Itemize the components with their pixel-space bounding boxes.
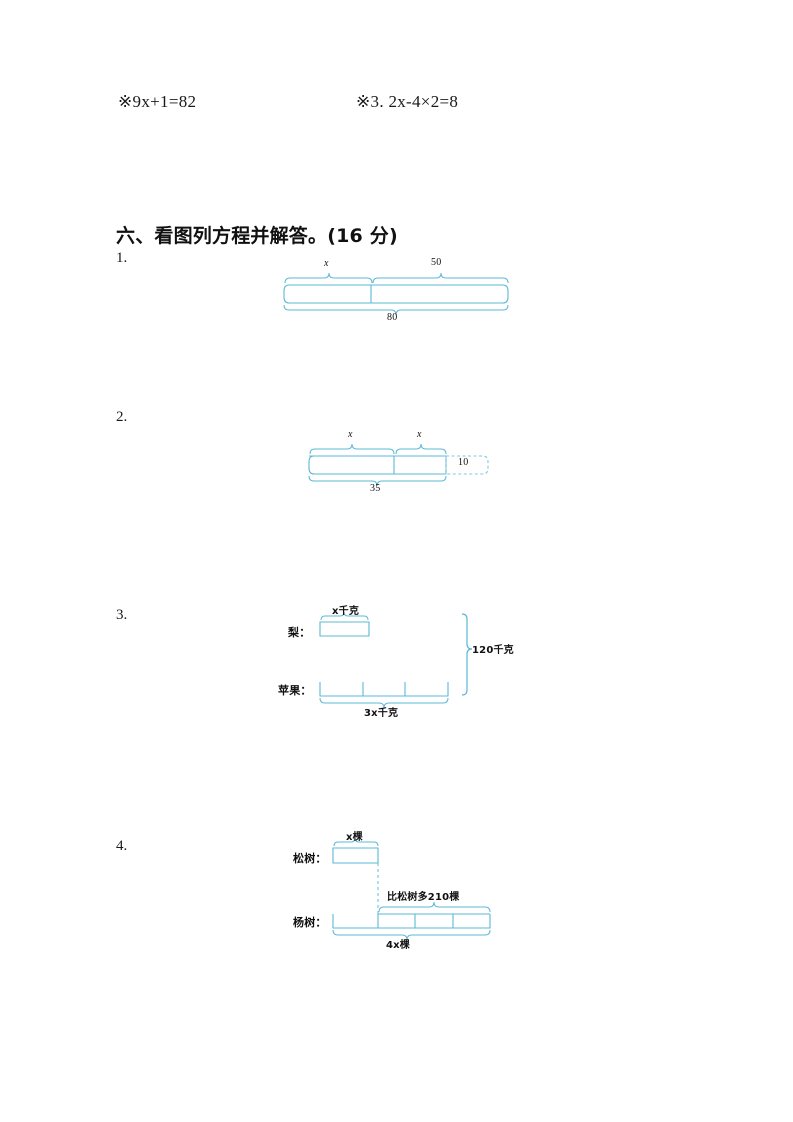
problem-number-1: 1. — [116, 250, 128, 266]
problem-number-3: 3. — [116, 607, 128, 623]
diagram-1-total-label: 80 — [387, 312, 398, 323]
diagram-4-row1-label: x棵 — [346, 832, 363, 843]
diagram-3-row2-name: 苹果： — [278, 684, 312, 697]
diagram-3-row1-name: 梨： — [288, 626, 311, 639]
problem-number-4: 4. — [116, 838, 128, 854]
diagram-4-difference-label: 比松树多210棵 — [387, 892, 460, 903]
diagram-1-part-label-x: x — [324, 258, 329, 269]
diagram-4-row1-name: 松树： — [293, 852, 327, 865]
diagram-4-row2-label: 4x棵 — [386, 940, 411, 951]
diagram-3-row1-label: x千克 — [332, 606, 360, 617]
problem-number-2: 2. — [116, 409, 128, 425]
diagram-problem-4: 松树： x棵 杨树： 4x棵 比松树多210棵 — [290, 830, 510, 951]
diagram-problem-3: 梨： x千克 苹果： 3x千克 120千克 — [278, 604, 515, 720]
diagram-3-row2-label: 3x千克 — [364, 708, 399, 719]
equation-right: ※3. 2x-4×2=8 — [356, 92, 459, 111]
diagram-1-part-label-50: 50 — [431, 257, 442, 268]
diagram-2-svg — [308, 443, 489, 487]
section-heading: 六、看图列方程并解答。(16 分) — [116, 225, 398, 247]
diagram-2-part-label-x1: x — [348, 429, 353, 440]
diagram-2-total-label: 35 — [370, 483, 381, 494]
diagram-4-row2-name: 杨树： — [293, 916, 327, 929]
diagram-problem-2: x x 10 35 — [308, 429, 494, 496]
diagram-problem-1: x 50 80 — [283, 257, 515, 324]
diagram-3-brace-label: 120千克 — [472, 645, 514, 656]
diagram-4-svg — [332, 837, 491, 941]
diagram-2-part-label-x2: x — [417, 429, 422, 440]
equation-left: ※9x+1=82 — [118, 92, 197, 111]
equation-row: ※9x+1=82 ※3. 2x-4×2=8 — [0, 92, 793, 122]
diagram-3-svg — [319, 611, 473, 709]
diagram-2-dashed-label: 10 — [458, 457, 469, 468]
diagram-1-svg — [283, 272, 509, 316]
